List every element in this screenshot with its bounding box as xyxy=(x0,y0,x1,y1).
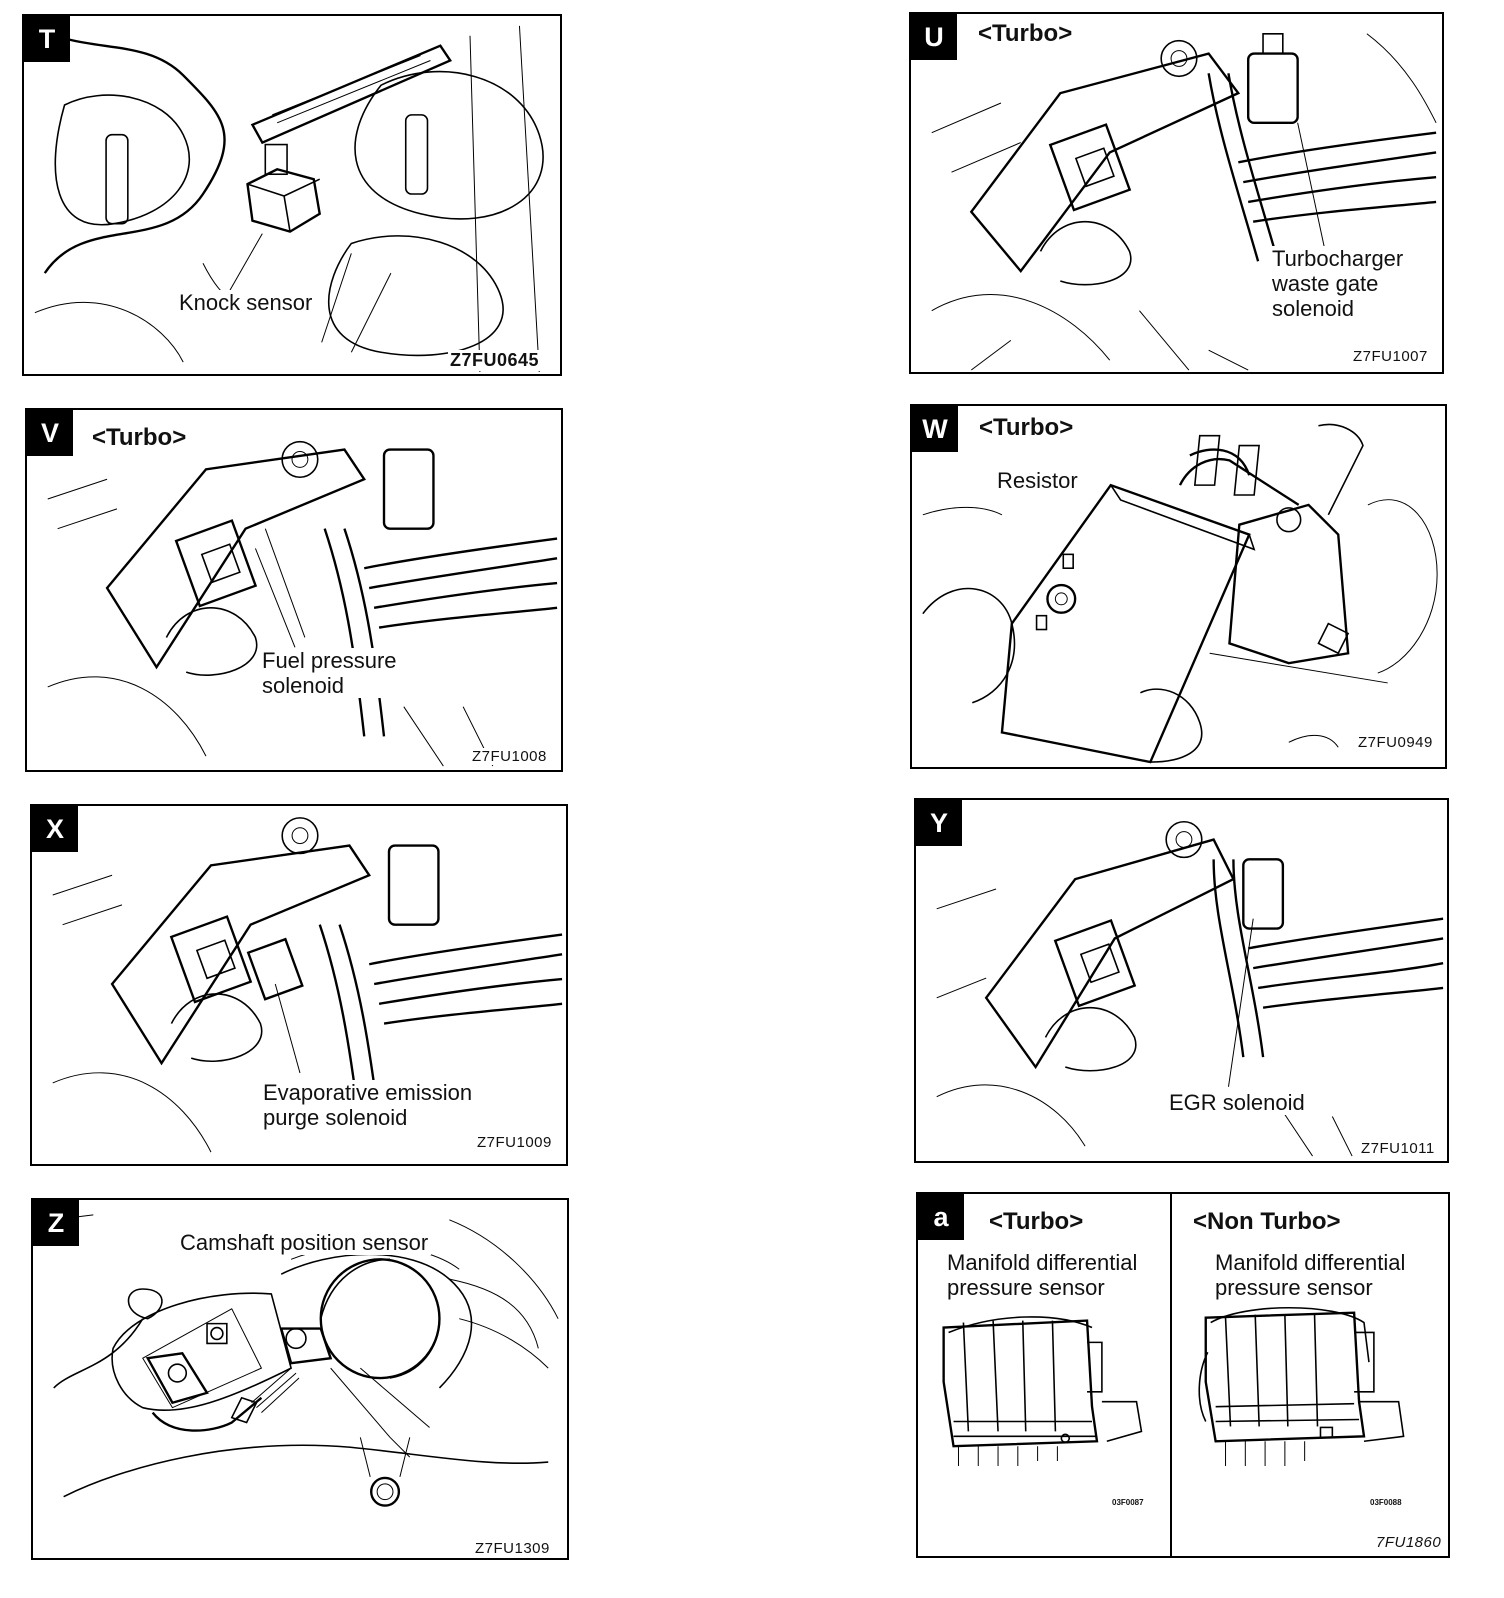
panel-letter: U xyxy=(911,14,957,60)
nonturbo-figure-code: 03F0088 xyxy=(1370,1498,1402,1507)
fuel-pressure-solenoid-illustration xyxy=(47,440,558,767)
panel-letter: W xyxy=(912,406,958,452)
figure-code: Z7FU1011 xyxy=(1359,1140,1437,1157)
knock-sensor-illustration xyxy=(34,24,544,373)
figure-code: Z7FU1008 xyxy=(470,748,549,765)
variant-label: <Turbo> xyxy=(89,424,190,452)
waste-gate-solenoid-illustration xyxy=(931,32,1437,371)
panel-u: U <Turbo> Turbocharger waste gate soleno… xyxy=(909,12,1444,374)
map-sensor-illustration xyxy=(942,1307,1405,1466)
figure-code: Z7FU1007 xyxy=(1351,348,1430,365)
fuel-pressure-solenoid-label: Fuel pressure solenoid xyxy=(259,648,400,698)
knock-sensor-label: Knock sensor xyxy=(176,290,316,315)
figure-code: Z7FU0645 xyxy=(448,350,542,371)
camshaft-sensor-label: Camshaft position sensor xyxy=(177,1230,432,1255)
panel-letter: Z xyxy=(33,1200,79,1246)
panel-y: Y EGR solenoid Z7FU1011 xyxy=(914,798,1449,1163)
panel-letter: T xyxy=(24,16,70,62)
figure-code: Z7FU0949 xyxy=(1356,734,1435,751)
waste-gate-solenoid-label: Turbocharger waste gate solenoid xyxy=(1269,246,1407,321)
egr-solenoid-illustration xyxy=(936,820,1444,1157)
panel-letter: a xyxy=(918,1194,964,1240)
resistor-illustration xyxy=(922,423,1438,764)
evap-purge-solenoid-illustration xyxy=(52,817,563,1153)
turbo-variant-label: <Turbo> xyxy=(986,1208,1087,1236)
panel-letter: V xyxy=(27,410,73,456)
panel-v: V <Turbo> Fuel pressure solenoid Z7FU100… xyxy=(25,408,563,772)
figure-code: Z7FU1309 xyxy=(473,1540,552,1557)
nonturbo-variant-label: <Non Turbo> xyxy=(1190,1208,1344,1236)
panel-divider xyxy=(1170,1194,1172,1556)
variant-label: <Turbo> xyxy=(976,414,1077,442)
turbo-map-sensor-label: Manifold differential pressure sensor xyxy=(944,1250,1141,1300)
panel-letter: X xyxy=(32,806,78,852)
figure-code: 7FU1860 xyxy=(1374,1534,1444,1551)
resistor-label: Resistor xyxy=(994,468,1081,493)
panel-x: X Evaporative emission purge solenoid Z7… xyxy=(30,804,568,1166)
nonturbo-map-sensor-label: Manifold differential pressure sensor xyxy=(1212,1250,1409,1300)
evap-purge-solenoid-label: Evaporative emission purge solenoid xyxy=(260,1080,476,1130)
panel-w: W <Turbo> Resistor Z7FU0949 xyxy=(910,404,1447,769)
egr-solenoid-label: EGR solenoid xyxy=(1166,1090,1308,1115)
camshaft-sensor-illustration xyxy=(53,1214,559,1507)
figure-code: Z7FU1009 xyxy=(475,1134,554,1151)
turbo-figure-code: 03F0087 xyxy=(1112,1498,1144,1507)
panel-letter: Y xyxy=(916,800,962,846)
panel-a: a <Turbo> Manifold differential pressure… xyxy=(916,1192,1450,1558)
panel-t: T Knock sensor Z7FU0645 xyxy=(22,14,562,376)
variant-label: <Turbo> xyxy=(975,20,1076,48)
panel-z: Z Camshaft position sensor Z7FU1309 xyxy=(31,1198,569,1560)
